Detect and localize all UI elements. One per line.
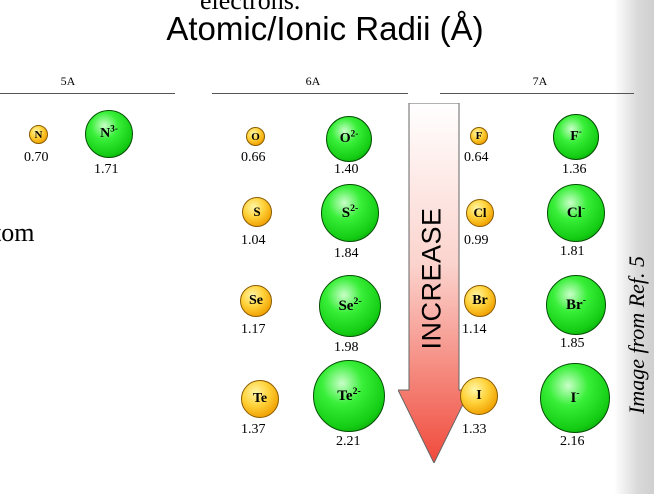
- ion-n3-radius: 1.71: [94, 162, 119, 177]
- atom-o-sphere: O: [246, 127, 265, 146]
- group-label-5a: 5A: [60, 74, 76, 88]
- group-divider-6a: [212, 93, 408, 94]
- atom-se-sphere: Se: [240, 285, 272, 317]
- atom-o-symbol: O: [251, 130, 260, 143]
- ion-f1-charge: -: [578, 126, 582, 137]
- image-credit: Image from Ref. 5: [624, 255, 650, 415]
- ion-br1-sphere: Br-: [546, 275, 606, 335]
- ion-o2-sphere: O2-: [326, 116, 372, 162]
- ion-o2-charge: 2-: [350, 128, 359, 139]
- increase-arrow-label: INCREASE: [416, 206, 447, 350]
- atom-f-radius: 0.64: [464, 150, 489, 165]
- atom-s-sphere: S: [242, 197, 272, 227]
- ion-te2-sphere: Te2-: [313, 360, 385, 432]
- atom-cl-radius: 0.99: [464, 233, 489, 248]
- ion-cl1-sphere: Cl-: [547, 184, 605, 242]
- ion-te2-charge: 2-: [352, 385, 361, 397]
- atom-te-sphere: Te: [241, 380, 279, 418]
- ion-se2-charge: 2-: [353, 295, 362, 307]
- atom-s-radius: 1.04: [241, 233, 266, 248]
- group-divider-7a: [440, 93, 634, 94]
- atom-n-radius: 0.70: [24, 150, 49, 165]
- atom-i-sphere: I: [460, 377, 498, 415]
- atom-s-symbol: S: [253, 204, 261, 219]
- ion-cl1-symbol: Cl: [566, 204, 582, 221]
- increase-arrow: [398, 103, 470, 463]
- ion-te2-symbol: Te: [337, 387, 353, 404]
- partial-slide-text-left: tom: [0, 218, 35, 247]
- ion-i1-charge: -: [576, 387, 580, 399]
- ion-br1-charge: -: [582, 294, 586, 306]
- atom-i-radius: 1.33: [462, 422, 487, 437]
- ion-n3-charge: 3-: [110, 123, 118, 134]
- atom-br-sphere: Br: [464, 285, 496, 317]
- atom-cl-sphere: Cl: [466, 199, 494, 227]
- atom-br-symbol: Br: [472, 293, 488, 308]
- ion-n3-sphere: N3-: [85, 110, 133, 158]
- atom-f-symbol: F: [475, 130, 483, 142]
- ion-i1-symbol: I: [570, 389, 577, 406]
- atom-br-radius: 1.14: [462, 322, 487, 337]
- ion-i1-radius: 2.16: [560, 434, 585, 449]
- atom-se-radius: 1.17: [241, 322, 266, 337]
- ion-n3-symbol: N: [100, 126, 111, 141]
- ion-f1-radius: 1.36: [562, 162, 587, 177]
- atom-n-sphere: N: [29, 125, 48, 144]
- ion-s2-charge: 2-: [350, 202, 359, 214]
- ion-se2-sphere: Se2-: [319, 275, 381, 337]
- ion-s2-radius: 1.84: [334, 246, 359, 261]
- ion-cl1-radius: 1.81: [560, 244, 585, 259]
- ion-o2-symbol: O: [339, 131, 351, 146]
- ion-br1-radius: 1.85: [560, 336, 585, 351]
- ion-i1-sphere: I-: [540, 363, 610, 433]
- atom-te-radius: 1.37: [241, 422, 266, 437]
- ion-te2-radius: 2.21: [336, 434, 361, 449]
- diagram-title: Atomic/Ionic Radii (Å): [166, 10, 484, 47]
- atom-se-symbol: Se: [249, 293, 263, 308]
- ion-se2-symbol: Se: [338, 297, 354, 314]
- ion-o2-radius: 1.40: [334, 162, 359, 177]
- ion-f1-symbol: F: [570, 129, 579, 144]
- ion-se2-radius: 1.98: [334, 340, 359, 355]
- ion-cl1-charge: -: [581, 202, 586, 214]
- group-label-6a: 6A: [305, 74, 321, 88]
- ion-br1-symbol: Br: [566, 296, 583, 313]
- atom-i-symbol: I: [476, 388, 482, 403]
- ion-s2-sphere: S2-: [321, 184, 379, 242]
- atom-te-symbol: Te: [252, 391, 268, 406]
- ion-f1-sphere: F-: [553, 114, 599, 160]
- atom-o-radius: 0.66: [241, 150, 266, 165]
- slide-edge-shadow: [614, 0, 654, 494]
- ion-s2-symbol: S: [341, 204, 351, 221]
- group-divider-5a: [0, 93, 175, 94]
- atom-n-symbol: N: [34, 128, 43, 141]
- partial-slide-text-top: electrons.: [200, 0, 301, 15]
- atom-cl-symbol: Cl: [473, 205, 487, 220]
- atom-f-sphere: F: [470, 127, 488, 145]
- group-label-7a: 7A: [532, 74, 548, 88]
